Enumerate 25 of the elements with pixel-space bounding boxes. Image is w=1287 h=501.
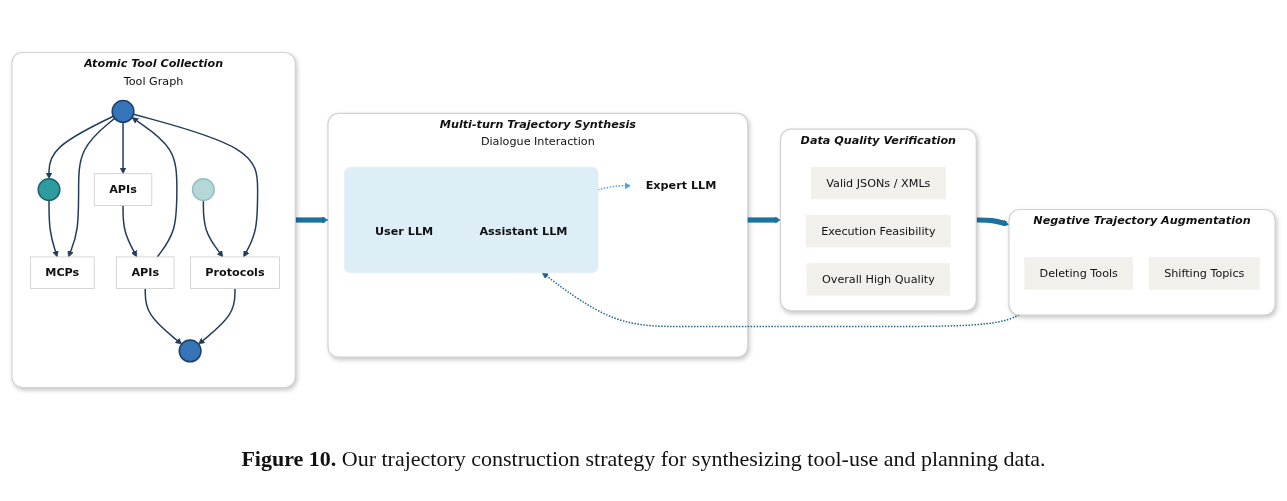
node-circle	[191, 178, 215, 202]
node-box: APIs	[93, 173, 153, 206]
node-text: Assistant LLM	[479, 224, 568, 238]
figure-caption: Figure 10. Our trajectory construction strategy for synthesizing tool-use and planning data.	[240, 446, 1047, 472]
node-circle	[111, 99, 135, 124]
arrow	[119, 121, 127, 175]
arrow	[198, 287, 236, 345]
arrow	[67, 117, 116, 258]
arrow	[295, 216, 329, 224]
arrow	[976, 217, 1010, 227]
arrow	[747, 216, 781, 224]
arrow	[45, 115, 115, 180]
node-box: MCPs	[29, 256, 95, 289]
arrow	[48, 199, 59, 258]
node-text: User LLM	[375, 224, 434, 238]
node-text: Expert LLM	[645, 178, 717, 193]
arrow	[144, 287, 182, 345]
node-circle	[37, 178, 61, 202]
node-circle	[178, 339, 202, 363]
arrow	[131, 117, 178, 258]
node-box: APIs	[116, 256, 175, 289]
node-box: Protocols	[190, 256, 280, 289]
arrow	[122, 204, 138, 258]
arrow	[202, 199, 224, 258]
arrow	[132, 113, 259, 258]
